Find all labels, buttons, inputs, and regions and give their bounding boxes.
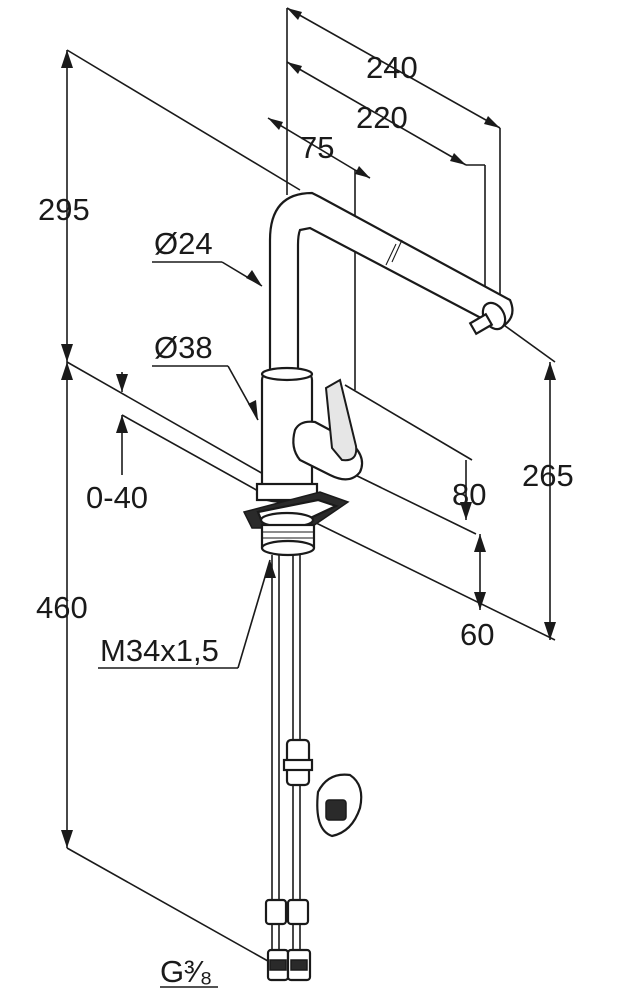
dim-295-label: 295: [38, 192, 90, 227]
dim-diameter-38-label: Ø38: [154, 330, 213, 365]
dim-460-label: 460: [36, 590, 88, 625]
tap-spout: [268, 191, 514, 377]
dim-thread-m34-label: M34x1,5: [100, 633, 219, 668]
dim-diameter-24-label: Ø24: [154, 226, 213, 261]
dimension-lines: [66, 7, 556, 988]
tap-body: [260, 366, 364, 494]
dim-265-label: 265: [522, 458, 574, 493]
dim-240-label: 240: [366, 50, 418, 85]
dim-thread-g38-label: G³⁄₈: [160, 954, 212, 989]
dimension-arrows: [61, 8, 556, 848]
dim-220-label: 220: [356, 100, 408, 135]
dim-80-label: 80: [452, 477, 486, 512]
dim-60-label: 60: [460, 617, 494, 652]
supply-hoses: [264, 555, 363, 982]
dim-0-40-label: 0-40: [86, 480, 148, 515]
dim-75-label: 75: [300, 130, 334, 165]
tap-base: [242, 482, 350, 557]
